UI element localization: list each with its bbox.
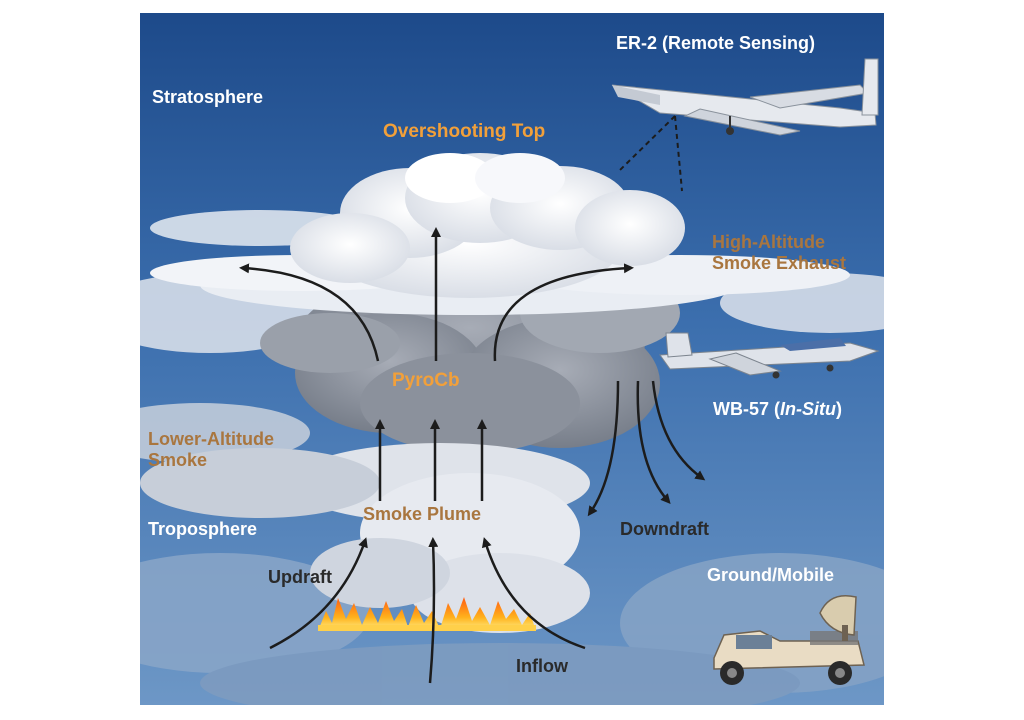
er2-label: ER-2 (Remote Sensing) [616, 33, 816, 53]
inflow-arrow-right [481, 537, 586, 650]
pyrocb-label: PyroCb [392, 370, 460, 391]
downdraft-arrow-1 [587, 380, 620, 517]
lower-smoke-plume [140, 443, 590, 633]
wb57-label-suffix: ) [836, 399, 842, 419]
er2-sensing-line-left [619, 115, 676, 171]
troposphere-label: Troposphere [148, 519, 258, 539]
updraft-label: Updraft [268, 567, 332, 587]
wb57-aircraft [659, 332, 880, 379]
downdraft-arrow-2 [636, 380, 671, 505]
overshooting-top-cloud [290, 153, 685, 298]
scene-graphic [140, 13, 884, 705]
updraft-arrow-left [269, 537, 368, 650]
wb57-label-italic: In-Situ [780, 399, 836, 419]
er2-sensing-line-right [674, 115, 683, 192]
ground-mobile-label: Ground/Mobile [707, 565, 834, 585]
stratosphere-label: Stratosphere [152, 87, 264, 107]
lower-altitude-line2: Smoke [148, 449, 208, 470]
pyrocb-arrow-left [239, 263, 380, 362]
er2-aircraft [611, 58, 879, 136]
fire [318, 597, 536, 631]
downdraft-arrow-3 [651, 380, 706, 481]
lower-altitude-line1: Lower-Altitude [148, 429, 274, 449]
updraft-arrow-center [428, 537, 439, 684]
smoke-plume-label: Smoke Plume [363, 504, 482, 524]
high-altitude-line1: High-Altitude [712, 232, 825, 252]
inflow-label: Inflow [516, 656, 568, 676]
wb57-label-prefix: WB-57 ( [713, 399, 780, 419]
overshooting-top-label: Overshooting Top [383, 121, 546, 142]
pyrocb-diagram: ER-2 (Remote Sensing) Stratosphere Overs… [140, 13, 884, 705]
pyrocb-arrow-right [493, 263, 634, 362]
high-altitude-line2: Smoke Exhaust [712, 252, 847, 273]
mobile-radar-truck [713, 595, 865, 685]
lower-altitude-smoke-label: Lower-Altitude Smoke [148, 429, 274, 470]
flow-arrows [239, 227, 706, 684]
downdraft-label: Downdraft [620, 519, 709, 539]
high-altitude-smoke-label: High-Altitude Smoke Exhaust [712, 232, 846, 273]
wb57-label: WB-57 (In-Situ) [713, 399, 842, 420]
